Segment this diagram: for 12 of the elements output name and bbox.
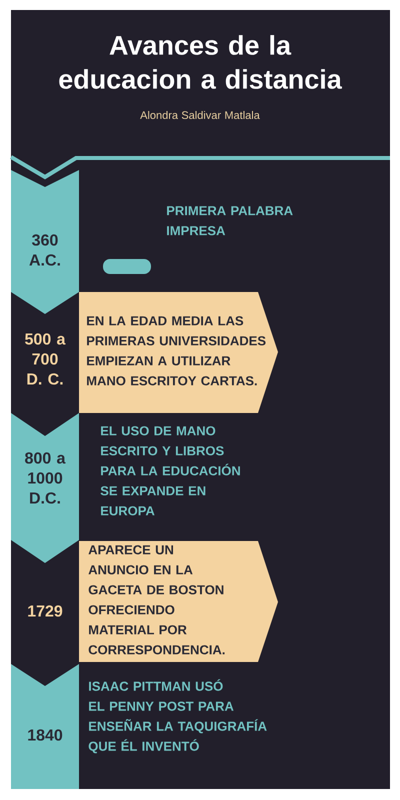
event-text: PRIMERA PALABRA IMPRESA — [167, 206, 293, 236]
year-label: 500 a 700 D. C. — [25, 333, 66, 385]
event-text: ISAAC PITTMAN USÓ EL PENNY POST PARA ENSEÑAR LA TAQUIGRAFÍA QUE ÉL INVENTÓ — [88, 679, 267, 754]
author-name: Alondra Saldivar Matlala — [140, 110, 260, 120]
event-arrow-box: APARECE UN ANUNCIO EN LA GACETA DE BOSTON OFRECIENDO MATERIAL POR CORRESPONDENCIA. — [79, 541, 278, 662]
event-text: EL USO DE MANO ESCRITO Y LIBROS PARA LA EDUCACIÓN SE EXPANDE EN EUROPA — [100, 426, 240, 516]
timeline-segment: 800 a 1000 D.C. — [11, 413, 79, 563]
event-arrow-box: EN LA EDAD MEDIA LAS PRIMERAS UNIVERSIDADES EMPIEZAN A UTILIZAR MANO ESCRITOY CARTAS. — [79, 292, 278, 413]
timeline-segment: 1840 — [11, 664, 79, 789]
title: Avances de la educacion a distancia — [59, 35, 342, 89]
timeline-segment: 360 A.C. — [11, 170, 79, 314]
year-label: 1729 — [28, 605, 62, 617]
